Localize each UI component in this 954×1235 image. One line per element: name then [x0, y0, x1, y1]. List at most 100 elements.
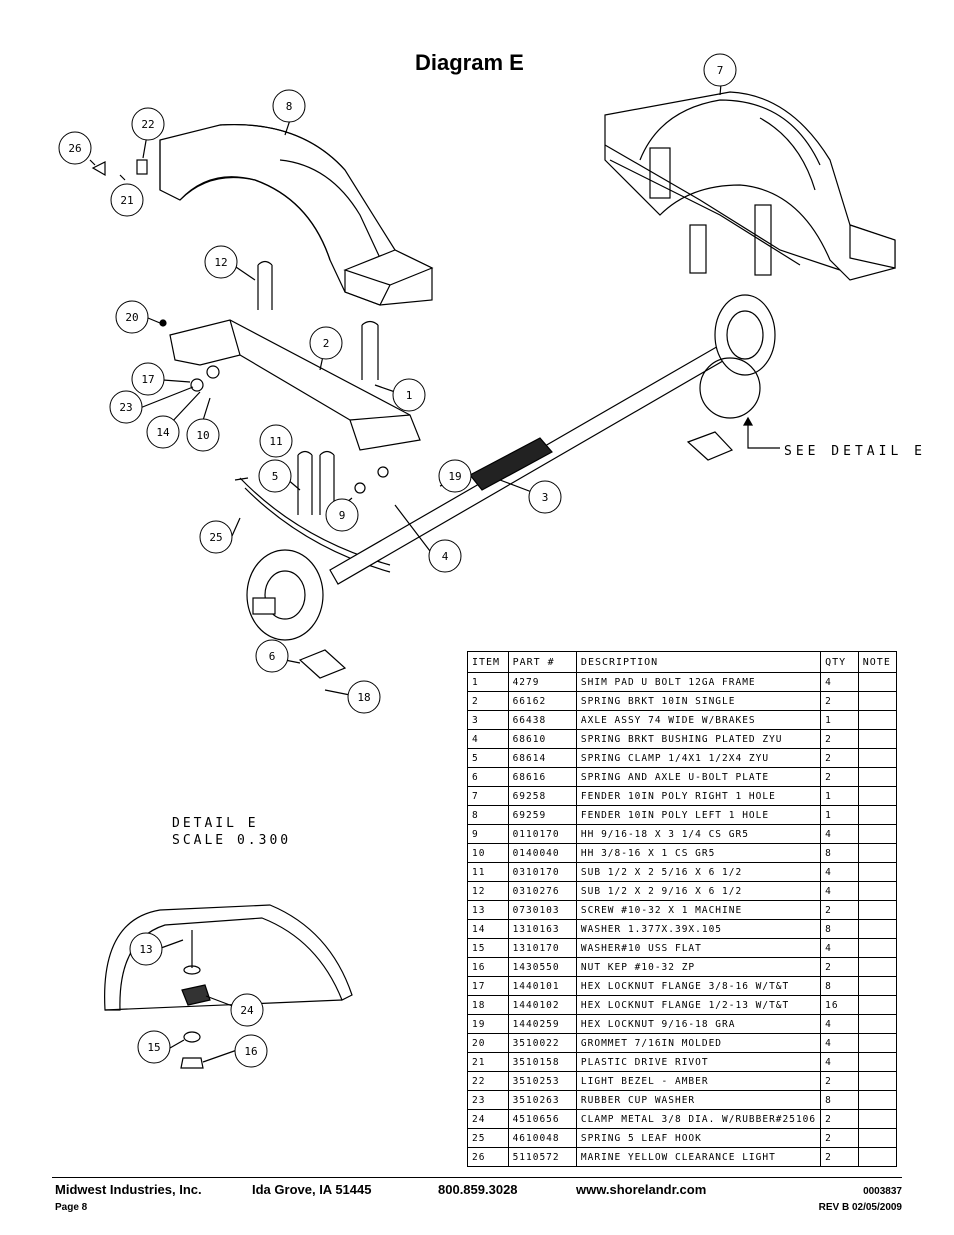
cell-qty: 2 [820, 1071, 859, 1091]
cell-qty: 2 [820, 1128, 859, 1148]
cell-item: 17 [467, 976, 509, 996]
cell-description: HEX LOCKNUT 9/16-18 GRA [575, 1014, 822, 1034]
cell-note [857, 691, 898, 711]
cell-qty: 4 [820, 862, 859, 882]
callout-6: 6 [255, 639, 289, 673]
cell-qty: 8 [820, 976, 859, 996]
cell-part: 3510253 [507, 1071, 577, 1091]
cell-qty: 1 [820, 710, 859, 730]
svg-text:24: 24 [240, 1004, 254, 1017]
cell-note [857, 1071, 898, 1091]
header-qty: QTY [820, 651, 859, 673]
cell-part: 4610048 [507, 1128, 577, 1148]
cell-note [857, 1109, 898, 1129]
cell-qty: 4 [820, 1014, 859, 1034]
cell-item: 5 [467, 748, 509, 768]
cell-item: 26 [467, 1147, 509, 1167]
svg-text:16: 16 [244, 1045, 257, 1058]
svg-text:23: 23 [119, 401, 132, 414]
cell-item: 12 [467, 881, 509, 901]
left-fender-drawing [159, 123, 434, 306]
cell-note [857, 995, 898, 1015]
cell-qty: 2 [820, 691, 859, 711]
svg-text:15: 15 [147, 1041, 160, 1054]
cell-item: 8 [467, 805, 509, 825]
cell-part: 68610 [507, 729, 577, 749]
cell-description: HEX LOCKNUT FLANGE 3/8-16 W/T&T [575, 976, 822, 996]
cell-item: 2 [467, 691, 509, 711]
cell-part: 5110572 [507, 1147, 577, 1167]
cell-description: SPRING 5 LEAF HOOK [575, 1128, 822, 1148]
cell-description: LIGHT BEZEL - AMBER [575, 1071, 822, 1091]
cell-note [857, 862, 898, 882]
cell-description: WASHER#10 USS FLAT [575, 938, 822, 958]
callout-23: 23 [109, 390, 143, 424]
cell-part: 0730103 [507, 900, 577, 920]
callout-5: 5 [258, 459, 292, 493]
cell-description: SHIM PAD U BOLT 12GA FRAME [575, 672, 822, 692]
header-note: NOTE [857, 651, 898, 673]
cell-qty: 4 [820, 881, 859, 901]
callout-21: 21 [110, 183, 144, 217]
svg-text:21: 21 [120, 194, 133, 207]
cell-part: 1310170 [507, 938, 577, 958]
cell-description: SUB 1/2 X 2 9/16 X 6 1/2 [575, 881, 822, 901]
cell-part: 0140040 [507, 843, 577, 863]
cell-part: 1440259 [507, 1014, 577, 1034]
svg-text:18: 18 [357, 691, 370, 704]
cell-part: 66438 [507, 710, 577, 730]
cell-note [857, 748, 898, 768]
cell-item: 16 [467, 957, 509, 977]
svg-text:3: 3 [542, 491, 549, 504]
detail-e-scale: SCALE 0.300 [172, 833, 292, 848]
cell-qty: 4 [820, 824, 859, 844]
cell-qty: 8 [820, 1090, 859, 1110]
svg-text:2: 2 [323, 337, 330, 350]
cell-description: GROMMET 7/16IN MOLDED [575, 1033, 822, 1053]
cell-part: 0310276 [507, 881, 577, 901]
cell-note [857, 767, 898, 787]
parts-table-header: ITEM PART # DESCRIPTION QTY NOTE [467, 651, 898, 673]
callout-13: 13 [129, 932, 163, 966]
footer-website: www.shorelandr.com [576, 1182, 707, 1197]
cell-qty: 2 [820, 900, 859, 920]
see-detail-label: SEE DETAIL E [784, 444, 926, 459]
callout-24: 24 [230, 993, 264, 1027]
svg-text:6: 6 [269, 650, 276, 663]
cell-description: WASHER 1.377X.39X.105 [575, 919, 822, 939]
page-title: Diagram E [415, 50, 524, 75]
cell-item: 3 [467, 710, 509, 730]
cell-qty: 1 [820, 786, 859, 806]
svg-text:4: 4 [442, 550, 449, 563]
footer-divider [52, 1177, 902, 1178]
cell-item: 15 [467, 938, 509, 958]
svg-text:19: 19 [448, 470, 461, 483]
cell-description: HEX LOCKNUT FLANGE 1/2-13 W/T&T [575, 995, 822, 1015]
cell-part: 1440102 [507, 995, 577, 1015]
svg-text:12: 12 [214, 256, 227, 269]
cell-part: 68616 [507, 767, 577, 787]
cell-item: 11 [467, 862, 509, 882]
cell-item: 6 [467, 767, 509, 787]
callout-14: 14 [146, 415, 180, 449]
cell-qty: 2 [820, 729, 859, 749]
svg-text:17: 17 [141, 373, 154, 386]
cell-qty: 2 [820, 767, 859, 787]
callout-12: 12 [204, 245, 238, 279]
cell-note [857, 881, 898, 901]
cell-note [857, 786, 898, 806]
cell-qty: 16 [820, 995, 859, 1015]
cell-item: 10 [467, 843, 509, 863]
cell-note [857, 1033, 898, 1053]
